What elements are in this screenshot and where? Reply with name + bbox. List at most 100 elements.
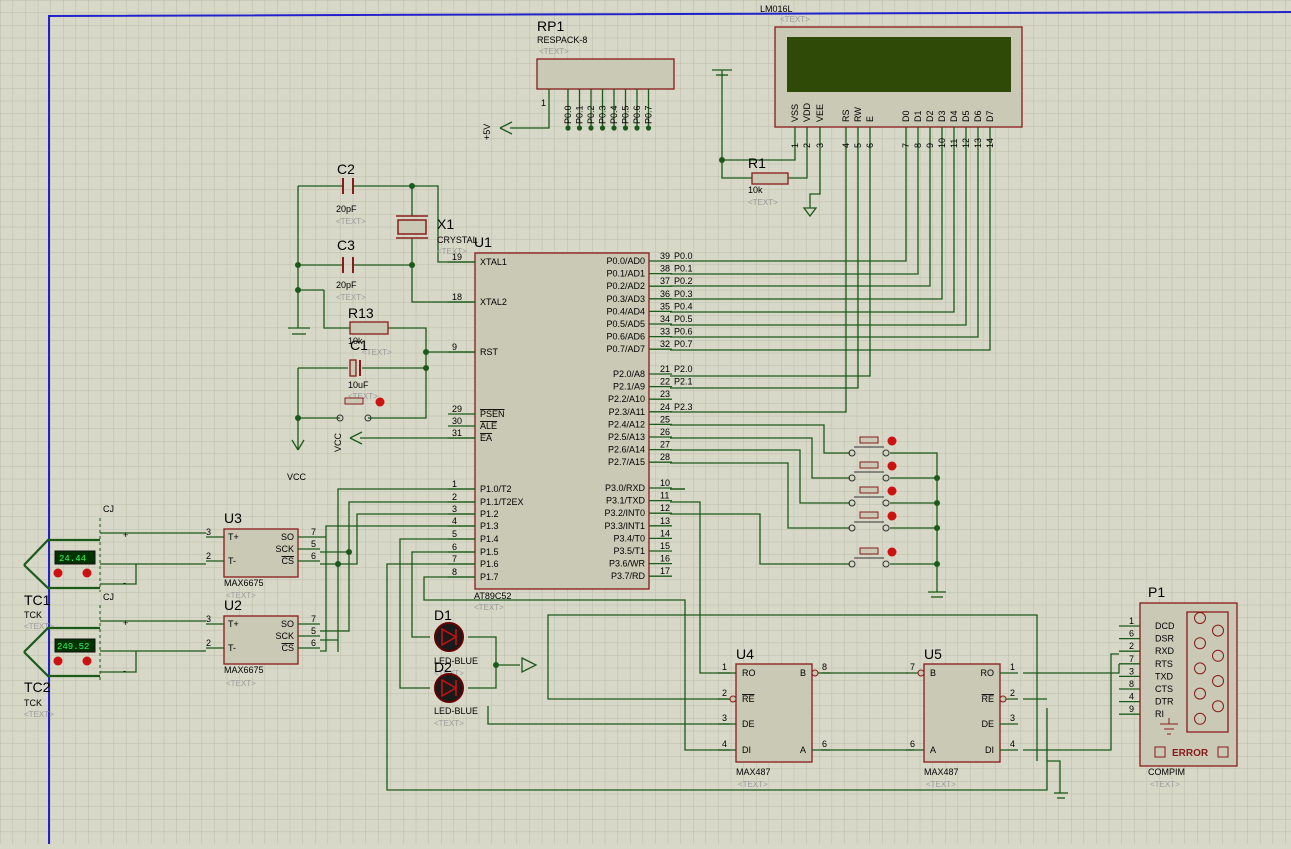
u2-pin-name: SO (281, 619, 294, 629)
u1-pin-num: 29 (452, 404, 462, 414)
u1-pin-num: 3 (452, 504, 457, 514)
p1-status: ERROR (1172, 748, 1209, 759)
u4-pin-name: RO (742, 668, 756, 678)
rp1-supply-arrow (499, 121, 513, 135)
reset-button[interactable] (336, 397, 385, 422)
u1-pin-num: 37 (660, 276, 670, 286)
u2-pin-name: T+ (228, 619, 239, 629)
push-button[interactable] (848, 511, 897, 532)
lcd-pin-num: 10 (937, 138, 947, 148)
u1-pin-num: 36 (660, 289, 670, 299)
u3-pin-num: 5 (311, 539, 316, 549)
c1-capacitor[interactable]: C1 10uF <TEXT> (348, 337, 378, 401)
lcd-display[interactable]: LM016L <TEXT> VSS1VDD2VEE3RS4RW5E6D07D18… (760, 4, 1023, 150)
p1-pin-num: 2 (1129, 641, 1134, 651)
lcd-part: LM016L (760, 4, 793, 14)
u4-pin-num: 4 (722, 739, 727, 749)
lcd-pin-name: D7 (985, 110, 995, 122)
button-contact (848, 560, 856, 568)
c2-capacitor[interactable]: C2 20pF <TEXT> (336, 161, 366, 226)
tc2-down-icon[interactable] (53, 656, 63, 666)
u1-pin-name: P2.0/A8 (613, 369, 645, 379)
button-indicator-icon (887, 547, 897, 557)
db9-pin-icon (1194, 612, 1206, 624)
u5-inversion-bubble (999, 695, 1007, 703)
u4-pin-name: RE (742, 694, 755, 704)
tc1-plus: + (123, 530, 128, 540)
keypad-buttons[interactable] (848, 436, 897, 568)
p1-text: <TEXT> (1150, 780, 1180, 789)
button-indicator-icon (887, 511, 897, 521)
push-button[interactable] (848, 461, 897, 482)
u1-pin-name: P1.7 (480, 572, 499, 582)
tc1-down-icon[interactable] (53, 568, 63, 578)
u1-net-label: P0.7 (674, 339, 693, 349)
u1-pin-name: P0.0/AD0 (606, 256, 645, 266)
u1-pin-name: P2.4/A12 (608, 419, 645, 429)
tc1-minus: - (123, 578, 126, 588)
tc2-thermocouple[interactable]: 249.52 CJ + - TC2 TCK <TEXT> (23, 592, 128, 719)
u1-pin-num: 34 (660, 314, 670, 324)
push-button[interactable] (848, 486, 897, 507)
tc1-thermocouple[interactable]: 24.44 CJ + - TC1 TCK <TEXT> (23, 504, 128, 631)
tc1-up-icon[interactable] (82, 568, 92, 578)
rp1-pin-label: P0.4 (609, 105, 619, 124)
p1-status-box-left (1154, 746, 1166, 758)
r13-text: <TEXT> (362, 348, 392, 357)
u4-pin-num: 1 (722, 662, 727, 672)
u1-pin-num: 13 (660, 516, 670, 526)
x1-crystal[interactable]: X1 CRYSTAL <TEXT> (396, 215, 478, 256)
push-button[interactable] (848, 547, 897, 568)
tc2-up-icon[interactable] (82, 656, 92, 666)
tc2-display (54, 638, 96, 653)
u5-pin-num: 1 (1010, 662, 1015, 672)
u1-pin-name: P0.6/AD6 (606, 332, 645, 342)
lcd-pin-name: VSS (790, 104, 800, 122)
r13-resistor[interactable]: R13 10k <TEXT> (348, 305, 392, 357)
c3-text: <TEXT> (336, 293, 366, 302)
p1-pin-num: 8 (1129, 679, 1134, 689)
u1-pin-name: P0.1/AD1 (606, 269, 645, 279)
rp1-pin-dot (599, 125, 606, 131)
u1-pin-name: P2.6/A14 (608, 445, 645, 455)
u1-pin-num: 35 (660, 301, 670, 311)
tc1-text: <TEXT> (24, 622, 54, 631)
u1-pin-name: P0.7/AD7 (606, 344, 645, 354)
u2-pin-num: 3 (206, 614, 211, 624)
button-contact (882, 560, 890, 568)
u1-pin-name: P0.3/AD3 (606, 294, 645, 304)
rp1-text: <TEXT> (539, 47, 569, 56)
p1-pin-num: 4 (1129, 692, 1134, 702)
c3-capacitor[interactable]: C3 20pF <TEXT> (336, 237, 366, 302)
u1-pin-name: P1.6 (480, 559, 499, 569)
u4-pin-name: B (800, 668, 806, 678)
lcd-pin-name: RS (841, 109, 851, 122)
x1-ref: X1 (437, 216, 454, 232)
lcd-pin-name: E (865, 116, 875, 122)
p1-pin-name: TXD (1155, 671, 1174, 681)
c3-ref: C3 (337, 237, 355, 253)
u1-pin-name: P0.4/AD4 (606, 306, 645, 316)
rp1-pin-dot (565, 125, 571, 131)
u3-pin-name: T- (228, 556, 236, 566)
u1-pin-name: EA (480, 433, 492, 443)
button-cap (859, 486, 879, 494)
d2-led[interactable]: D2 LED-BLUE <TEXT> (434, 659, 478, 728)
u5-pin-name: DI (985, 745, 994, 755)
u1-pin-num: 17 (660, 566, 670, 576)
push-button[interactable] (848, 436, 897, 457)
r1-resistor[interactable]: R1 10k <TEXT> (748, 155, 818, 218)
rp1-supply-label: +5V (482, 124, 492, 140)
d2-text: <TEXT> (434, 719, 464, 728)
u4-pin-num: 3 (722, 713, 727, 723)
c2-text: <TEXT> (336, 217, 366, 226)
db9-pin-icon (1212, 700, 1224, 713)
u3-pin-name: CS (281, 556, 294, 566)
